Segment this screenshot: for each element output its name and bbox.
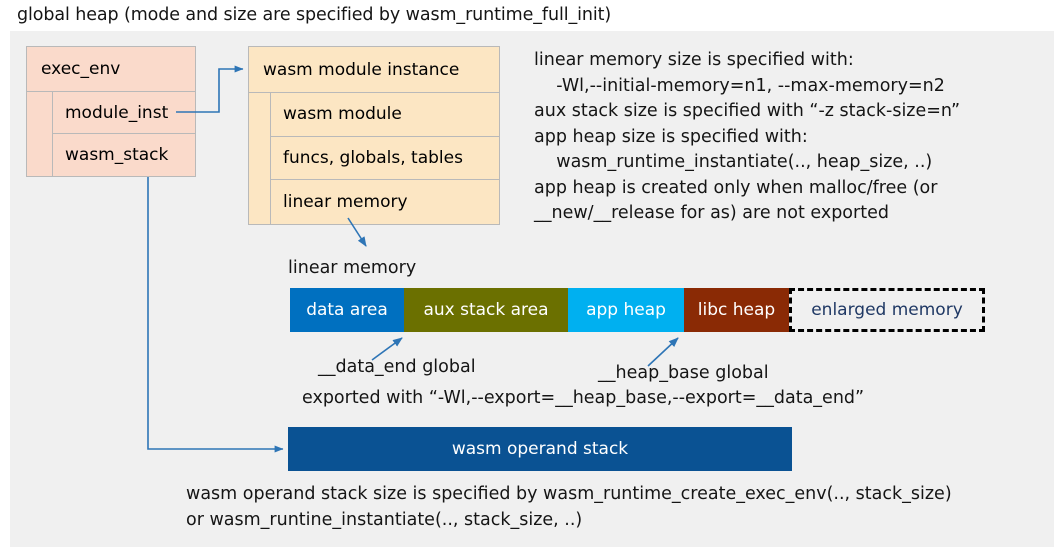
exec-env-body: module_inst wasm_stack [27,92,195,176]
wasm-operand-stack-bar: wasm operand stack [288,427,792,471]
memory-segment-app-heap: app heap [568,288,684,332]
specification-text: linear memory size is specified with: -W… [534,50,961,223]
memory-segment-data-area: data area [290,288,404,332]
linear-memory-caption: linear memory [288,258,417,278]
exec-env-box: exec_env module_inst wasm_stack [26,46,196,177]
exec-env-row-wasm-stack: wasm_stack [65,145,169,165]
memory-segment-libc-heap: libc heap [684,288,789,332]
data-end-annotation: __data_end global [318,357,476,377]
heap-base-annotation: __heap_base global [598,363,769,383]
wasm-module-instance-box: wasm module instance wasm module funcs, … [248,46,500,225]
page-title: global heap (mode and size are specified… [17,5,612,25]
module-instance-header: wasm module instance [249,47,499,93]
module-instance-row-linear-memory: linear memory [283,191,408,212]
module-instance-body: wasm module funcs, globals, tables linea… [249,93,499,224]
exec-env-header: exec_env [27,47,195,92]
module-instance-row-funcs-globals-tables: funcs, globals, tables [271,137,499,181]
memory-segment-aux-stack-area: aux stack area [404,288,568,332]
exported-annotation: exported with “-Wl,--export=__heap_base,… [302,388,865,408]
linear-memory-bar: data area aux stack area app heap libc h… [290,288,985,332]
operand-stack-note: wasm operand stack size is specified by … [186,484,952,530]
module-instance-rows: wasm module funcs, globals, tables linea… [271,93,499,224]
exec-env-gutter [27,92,53,176]
module-instance-row-wasm-module: wasm module [271,93,499,137]
exec-env-row-module-inst: module_inst [53,92,195,134]
exec-env-rows: module_inst wasm_stack [53,92,195,176]
memory-segment-enlarged-memory: enlarged memory [789,288,985,332]
module-instance-gutter [249,93,271,224]
